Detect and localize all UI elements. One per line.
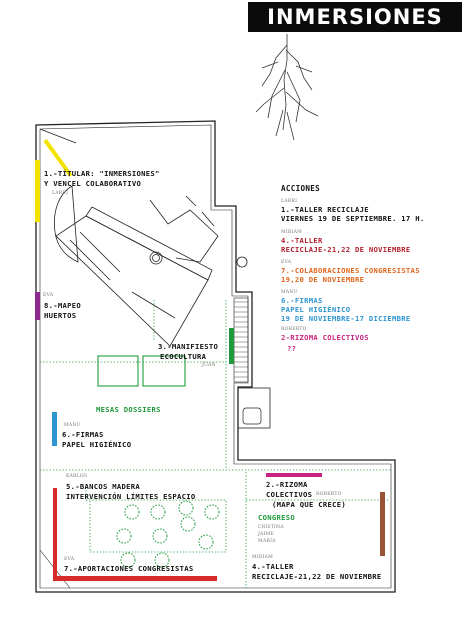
aportaciones-label: 7.-APORTACIONES CONGRESISTAS [64,564,194,573]
accion-5-line-2: ?? [287,344,297,353]
marker-yellow-titular [35,160,40,222]
accion-3-line-2: 19,20 DE NOVIEMBRE [281,275,365,284]
manifiesto-label-2: ECOCULTURA [160,352,207,361]
taller-bottom-label-1: 4.-TALLER [252,562,294,571]
rizoma-bottom-label-1: 2.-RIZOMA [266,480,308,489]
aportaciones-person: EVA [64,557,75,562]
marker-blue-firmas [52,412,57,446]
bancos-label-2: INTERVENCIÓN LÍMITES ESPACIO [66,492,196,501]
congreso-person-1: CRISTINA [258,525,284,530]
accion-4-line-2: PAPEL HIGIÉNICO [281,305,351,314]
congreso-seats [116,500,220,568]
accion-1-line-1: 1.-TALLER RECICLAJE [281,205,369,214]
accion-4-line-3: 19 DE NOVIEMBRE-17 DICIEMBRE [281,314,411,323]
marker-red-bancos [53,488,57,576]
manifiesto-person: JUAN [202,363,216,368]
accion-5-line-1: 2-RIZOMA COLECTIVOS [281,333,369,342]
titular-label-1: 1.-TÍTULAR: "INMERSIONES" [44,169,160,178]
congreso-title: CONGRESO [258,513,296,522]
inmersiones-logo: INMERSIONES [248,2,462,32]
taller-bottom-person: MIRIAM [252,555,274,560]
marker-brown-wall [380,492,385,556]
marker-yellow-diagonal [43,139,73,177]
rizoma-bottom-person: ROBERTO [316,492,342,497]
mapeo-person: EVA [43,293,54,298]
firmas-left-label-1: 6.-FIRMAS [62,430,104,439]
accion-3-person: EVA [281,260,292,265]
central-sculpture [53,185,248,347]
manifiesto-label-1: 3.-MANIFIESTO [158,342,219,351]
accion-4-line-1: 6.-FIRMAS [281,296,323,305]
mesas-label: MESAS DOSSIERS [96,405,161,414]
titular-label-2: Y VENCEL COLABORATIVO [44,179,142,188]
marker-green-manifiesto [229,328,234,364]
marker-red-aportaciones [53,576,217,581]
congreso-person-3: MARÍA [258,539,276,544]
titular-person: LARRI [52,191,69,196]
firmas-left-person: MANU [64,423,81,428]
accion-4-person: MANU [281,290,298,295]
mapeo-label-1: 8.-MAPEO [44,301,82,310]
accion-2-line-2: RECICLAJE-21,22 DE NOVIEMBRE [281,245,411,254]
accion-3-line-1: 7.-COLABORACIONES CONGRESISTAS [281,266,420,275]
building-walls [35,120,396,593]
acciones-title: ACCIONES [281,184,320,193]
bancos-label-1: 5.-BANCOS MADERA [66,482,141,491]
accion-2-line-1: 4.-TALLER [281,236,323,245]
mesas-tables [97,355,186,387]
marker-purple-mapeo [35,292,40,320]
rizoma-bottom-label-2: COLECTIVOS [266,490,313,499]
zone-outlines [40,300,392,588]
accion-5-person: ROBERTO [281,327,307,332]
accion-2-person: MIRIAM [281,230,303,235]
roots-illustration [255,34,319,141]
bancos-person: KARLOS [66,474,88,479]
firmas-left-label-2: PAPEL HIGIÉNICO [62,440,132,449]
accion-1-person: LARRI [281,199,298,204]
taller-bottom-label-2: RECICLAJE-21,22 DE NOVIEMBRE [252,572,382,581]
marker-magenta-rizoma [266,473,322,477]
accion-1-line-2: VIERNES 19 DE SEPTIEMBRE. 17 H. [281,214,425,223]
mapeo-label-2: HUERTOS [44,311,77,320]
rizoma-bottom-label-3: (MAPA QUE CRECE) [272,500,347,509]
congreso-person-2: JAIME [258,532,275,537]
